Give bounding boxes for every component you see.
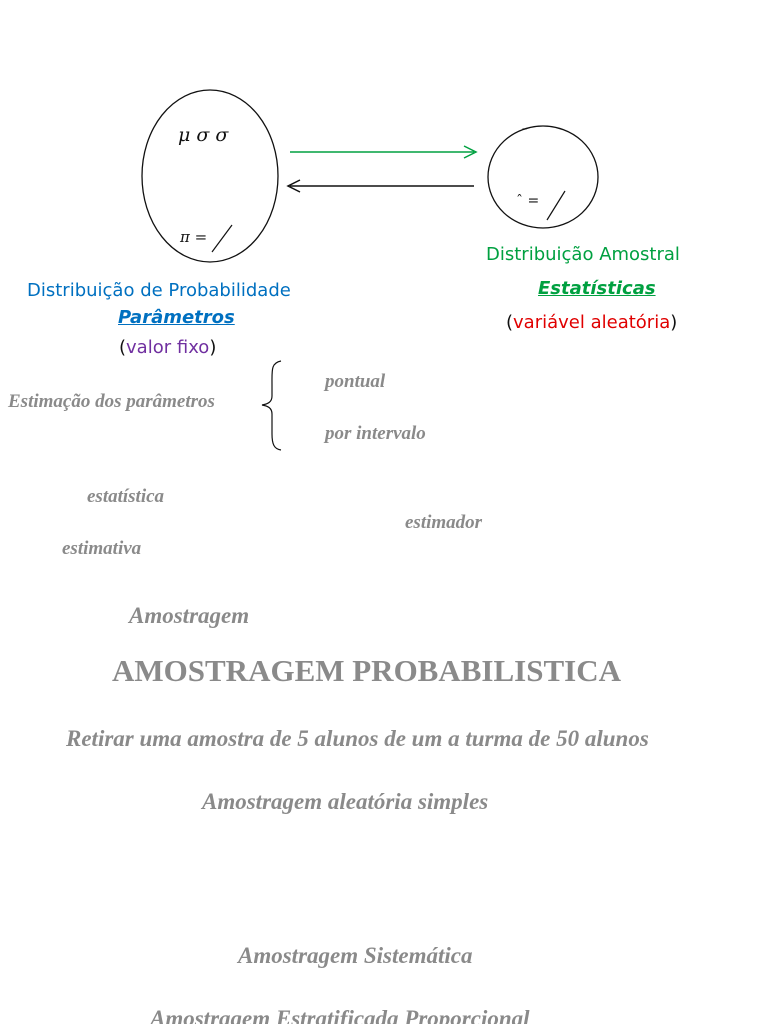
simple-random-sampling: Amostragem aleatória simples: [202, 789, 489, 814]
systematic-sampling: Amostragem Sistemática: [238, 943, 473, 968]
population-parameters: μ σ σ: [178, 124, 229, 146]
term-estimator: estimador: [405, 512, 483, 533]
population-ellipse: [141, 89, 279, 263]
fixed-value-text: valor fixo: [126, 337, 210, 358]
fixed-note-close-paren: ): [209, 337, 217, 358]
fixed-note-open-paren: (: [119, 337, 127, 358]
hat-slash-line: [546, 190, 566, 221]
probability-sampling-heading: AMOSTRAGEM PROBABILISTICA: [112, 653, 621, 688]
note-close-paren: ): [670, 312, 678, 333]
p-hat-label: ˆ =: [516, 193, 540, 209]
note-open-paren: (: [506, 312, 514, 333]
statistics-subtitle: Estatísticas: [538, 278, 656, 299]
estimation-point-option: pontual: [325, 371, 386, 392]
sampling-distribution-title: Distribuição Amostral: [486, 244, 680, 265]
term-estimate: estimativa: [62, 538, 142, 559]
pi-label: π =: [180, 228, 208, 246]
parameters-subtitle: Parâmetros: [118, 307, 235, 328]
random-variable-text: variável aleatória: [513, 312, 671, 333]
forward-arrow: [290, 145, 478, 159]
stratified-sampling-partial: Amostragem Estratificada Proporcional: [150, 1006, 530, 1024]
backward-arrow: [286, 179, 474, 193]
probability-distribution-title: Distribuição de Probabilidade: [27, 280, 291, 301]
x-bar-mark: –: [522, 122, 528, 135]
random-variable-note: (variável aleatória): [506, 312, 677, 333]
sample-circle: [487, 125, 599, 229]
sampling-heading: Amostragem: [129, 603, 250, 628]
estimation-interval-option: por intervalo: [325, 423, 426, 444]
fixed-value-note: (valor fixo): [119, 337, 216, 358]
pi-slash-line: [211, 224, 233, 253]
estimation-brace: [261, 360, 282, 451]
estimation-label: Estimação dos parâmetros: [8, 391, 215, 412]
term-statistic: estatística: [87, 486, 165, 507]
sampling-example: Retirar uma amostra de 5 alunos de um a …: [66, 726, 649, 751]
